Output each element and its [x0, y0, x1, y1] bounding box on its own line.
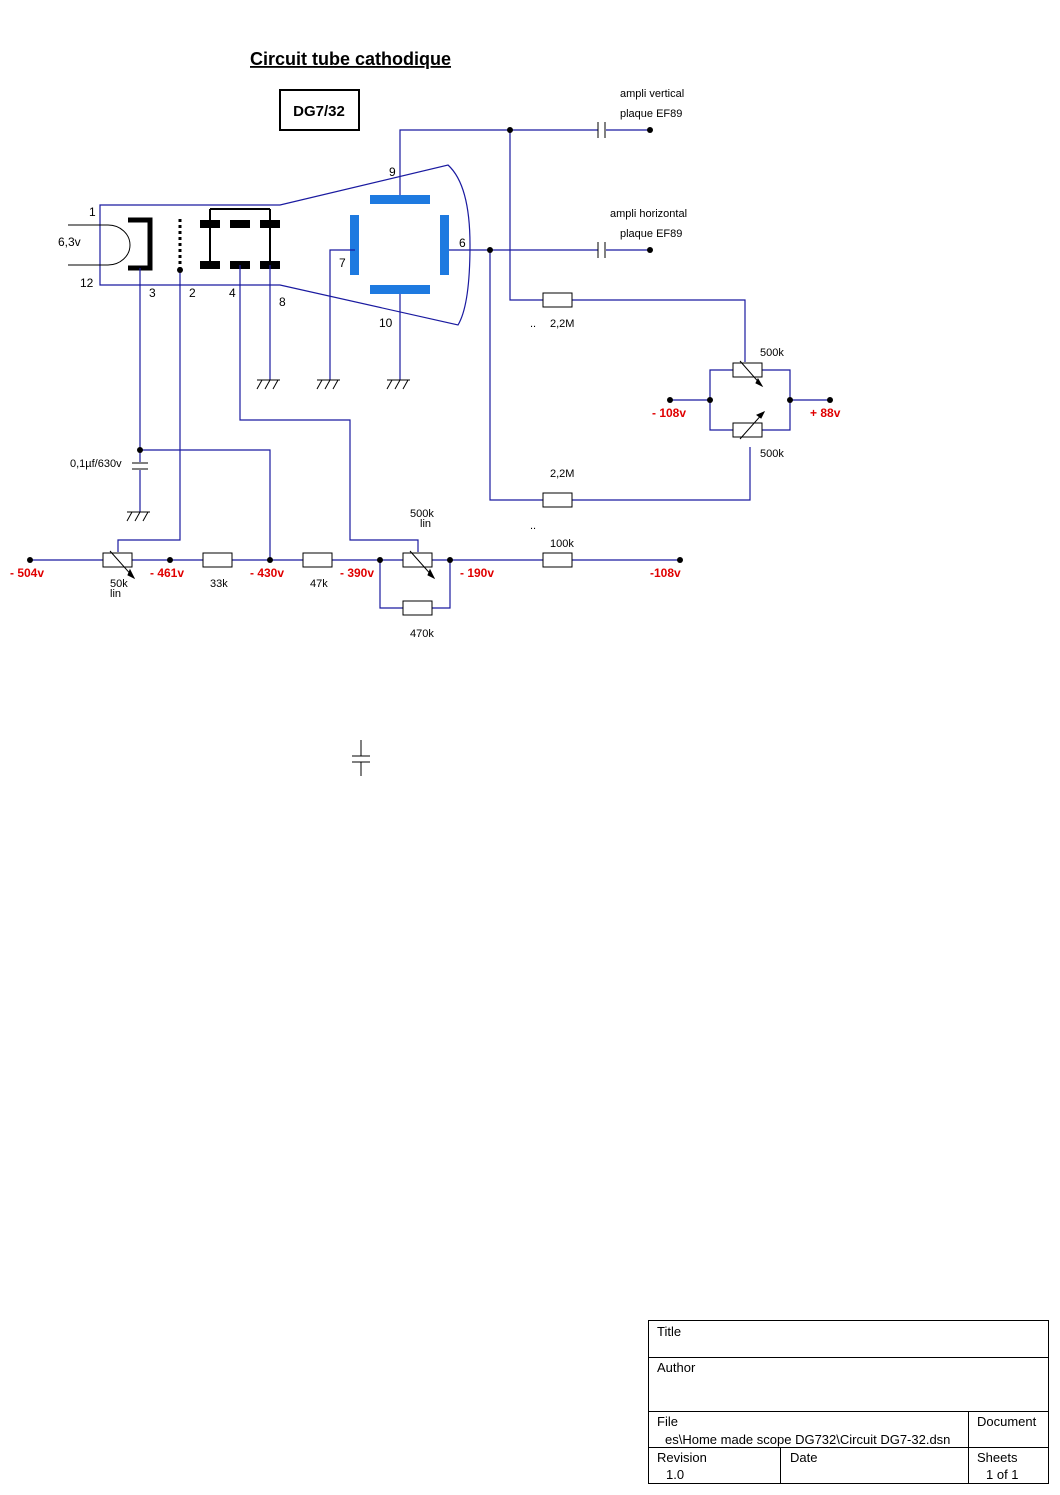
- anodes: [200, 208, 280, 269]
- title-block-sheets-value: 1 of 1: [986, 1467, 1019, 1482]
- pin-10-label: 10: [379, 316, 393, 330]
- voltage-88: + 88v: [810, 406, 841, 420]
- pin-6-label: 6: [459, 236, 466, 250]
- diagram-title: Circuit tube cathodique: [250, 49, 451, 69]
- title-block-file-value: es\Home made scope DG732\Circuit DG7-32.…: [665, 1432, 950, 1447]
- pin-2-label: 2: [189, 286, 196, 300]
- pin-9-label: 9: [389, 165, 396, 179]
- resistor-2m2-bottom-label: 2,2M: [550, 468, 574, 480]
- junction-dots: [27, 127, 833, 563]
- resistor-100k-label: 100k: [550, 538, 574, 550]
- pot-50k-label: 50k: [110, 578, 128, 590]
- pot-500k-top-label: 500k: [760, 347, 784, 359]
- pot-50k-taper-label: lin: [110, 588, 121, 600]
- resistor-33k-label: 33k: [210, 578, 228, 590]
- capacitor-horizontal-input: [597, 242, 606, 258]
- ground-symbols: [126, 379, 410, 522]
- pin-7-label: 7: [339, 256, 346, 270]
- title-block-document-label: Document: [977, 1414, 1037, 1429]
- tube-type-box: DG7/32: [279, 89, 360, 131]
- title-block-file-label: File: [657, 1414, 678, 1429]
- voltage-190: - 190v: [460, 566, 494, 580]
- pin-4-label: 4: [229, 286, 236, 300]
- voltage-108-bridge: - 108v: [652, 406, 686, 420]
- resistors: [202, 292, 573, 616]
- resistor-2m2-top-label: 2,2M: [550, 318, 574, 330]
- pot-500k-taper-label: lin: [420, 518, 431, 530]
- dots-label-1: ..: [530, 318, 536, 330]
- resistor-470k-label: 470k: [410, 628, 434, 640]
- title-block-revision-value: 1.0: [666, 1467, 684, 1482]
- voltage-461: - 461v: [150, 566, 184, 580]
- resistor-47k-label: 47k: [310, 578, 328, 590]
- pot-500k-lin-label: 500k: [410, 508, 434, 520]
- pin-1-label: 1: [89, 205, 96, 219]
- title-block-sheets-label: Sheets: [977, 1450, 1018, 1465]
- tube-type-label: DG7/32: [293, 103, 345, 120]
- voltage-504: - 504v: [10, 566, 44, 580]
- voltage-390: - 390v: [340, 566, 374, 580]
- wires: [30, 129, 830, 609]
- deflection-plates: [350, 195, 449, 294]
- input-vertical-label-1: ampli vertical: [620, 88, 684, 100]
- title-block-date-label: Date: [790, 1450, 817, 1465]
- capacitor-label: 0,1µf/630v: [70, 458, 122, 470]
- cathode: [128, 217, 153, 271]
- title-block-title-label: Title: [657, 1324, 681, 1339]
- voltage-108-bus: -108v: [650, 566, 681, 580]
- pin-12-label: 12: [80, 276, 94, 290]
- capacitor-stray: [352, 740, 370, 776]
- tube-envelope: [99, 164, 471, 326]
- heater-voltage-label: 6,3v: [58, 235, 81, 249]
- capacitor-vertical-input: [597, 122, 606, 138]
- title-block-revision-label: Revision: [657, 1450, 707, 1465]
- input-vertical-label-2: plaque EF89: [620, 108, 682, 120]
- dots-label-2: ..: [530, 520, 536, 532]
- pin-8-label: 8: [279, 295, 286, 309]
- capacitor-cathode: [132, 462, 148, 470]
- title-block-author-label: Author: [657, 1360, 696, 1375]
- voltage-430: - 430v: [250, 566, 284, 580]
- heater-filament: [68, 224, 131, 266]
- input-horizontal-label-1: ampli horizontal: [610, 208, 687, 220]
- title-block: [648, 1320, 1049, 1484]
- pot-500k-bottom-label: 500k: [760, 448, 784, 460]
- potentiometers: [102, 360, 766, 580]
- input-horizontal-label-2: plaque EF89: [620, 228, 682, 240]
- pin-3-label: 3: [149, 286, 156, 300]
